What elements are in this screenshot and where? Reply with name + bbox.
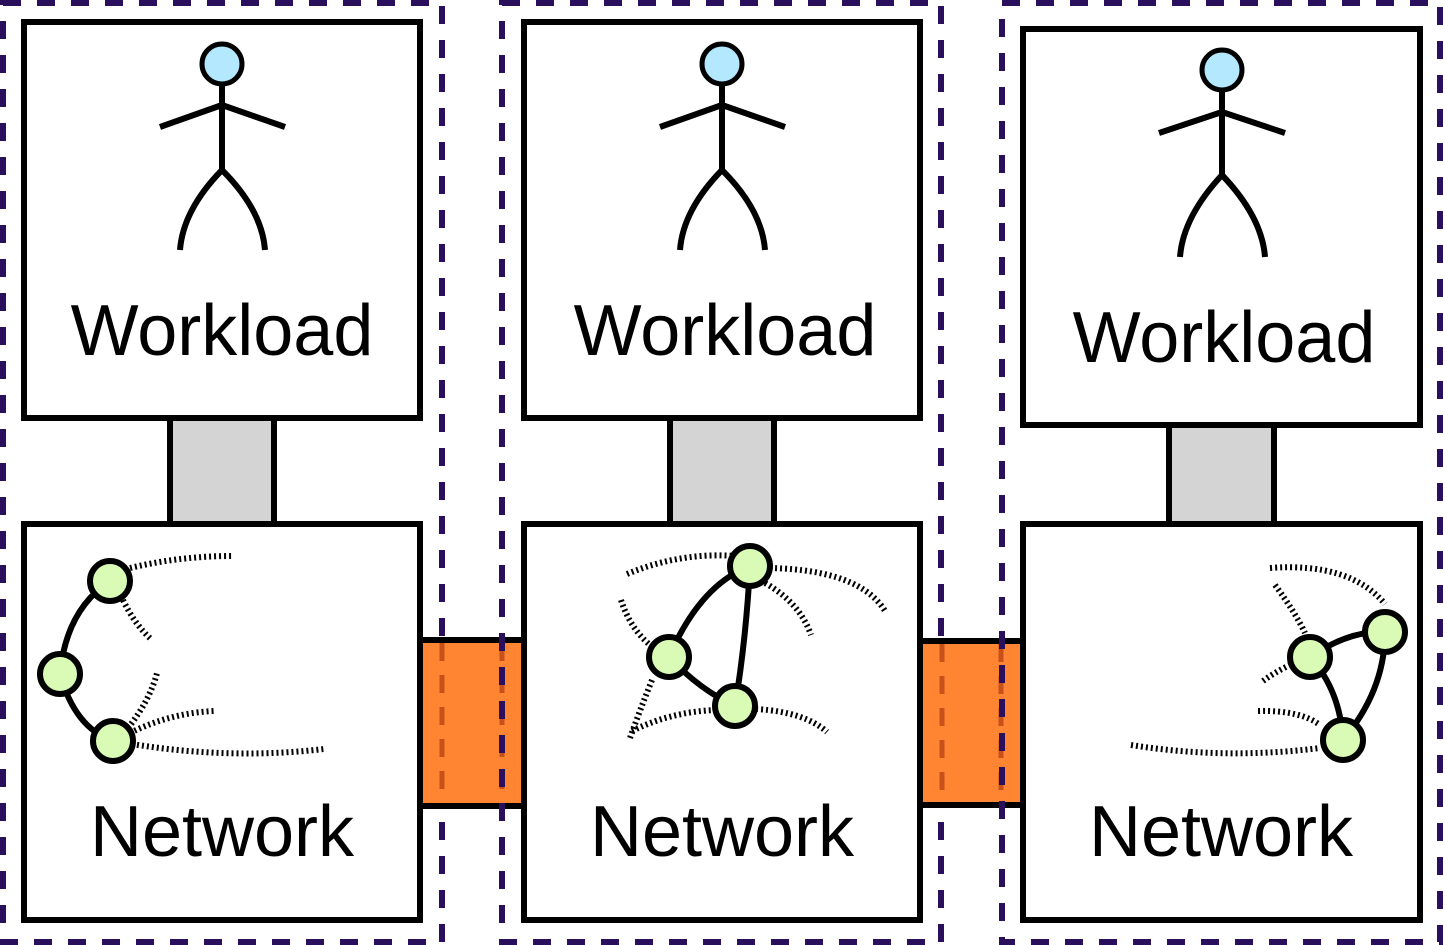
- group-2-border: [499, 0, 944, 945]
- group-2-connector: [667, 415, 777, 527]
- network-graph-icon: [37, 553, 325, 764]
- workload-label-2: Workload: [574, 291, 877, 371]
- group-1-connector: [167, 415, 277, 527]
- group-3-connector: [1166, 416, 1277, 527]
- workload-label-3: Workload: [1073, 298, 1376, 378]
- workload-label-1: Workload: [71, 291, 374, 371]
- network-label-2: Network: [590, 792, 855, 872]
- network-graph-icon: [1130, 564, 1408, 763]
- group-2: Workload Network: [499, 0, 944, 945]
- stick-figure-icon: [658, 41, 786, 251]
- network-label-1: Network: [90, 792, 355, 872]
- stick-figure-icon: [1158, 47, 1286, 258]
- group-1: Workload Network: [0, 0, 445, 945]
- network-graph-icon: [618, 543, 888, 740]
- network-label-3: Network: [1089, 792, 1354, 872]
- link-2-3: [917, 638, 1026, 808]
- group-3-border: [999, 0, 1443, 945]
- group-3: Workload Network: [999, 0, 1443, 945]
- group-1-border: [0, 0, 445, 945]
- link-1-2: [417, 637, 527, 809]
- stick-figure-icon: [158, 41, 286, 251]
